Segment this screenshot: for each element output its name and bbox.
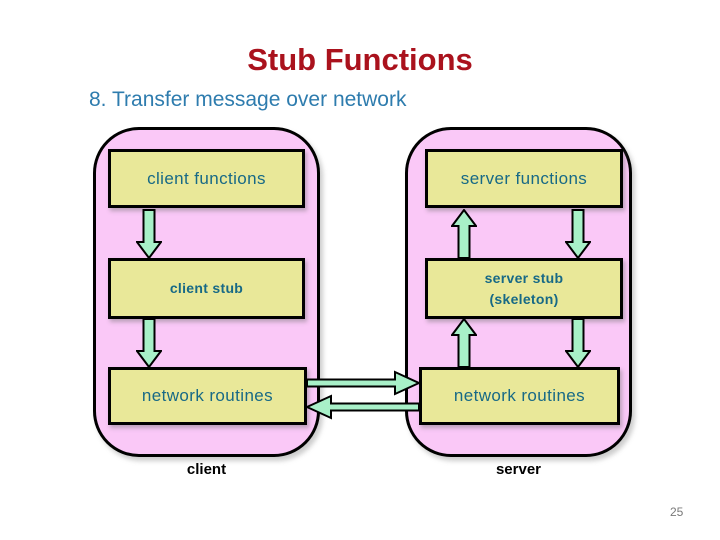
client-network-routines-label: network routines [141,386,274,405]
client-stub-box: client stub [108,258,305,319]
server-functions-label: server functions [460,168,588,188]
arrow-up-icon [451,209,477,259]
client-functions-box: client functions [108,149,305,208]
arrow-left-icon [306,394,420,420]
arrow-down-icon [565,209,591,259]
client-stub-label: client stub [169,280,244,296]
server-stub-label-line1: server stub [484,269,564,286]
arrow-down-icon [136,209,162,259]
arrow-up-icon [451,318,477,368]
server-functions-box: server functions [425,149,623,208]
slide-subtitle: 8. Transfer message over network [89,88,407,111]
server-stub-label-line2: (skeleton) [489,290,559,307]
page-number: 25 [670,505,684,519]
server-caption: server [495,461,542,478]
server-network-routines-box: network routines [419,367,620,425]
client-network-routines-box: network routines [108,367,307,425]
client-caption: client [186,461,227,478]
client-functions-label: client functions [147,168,266,188]
server-network-routines-label: network routines [453,386,586,405]
arrow-right-icon [306,370,420,396]
arrow-down-icon [136,318,162,368]
arrow-down-icon [565,318,591,368]
server-stub-box: server stub (skeleton) [425,258,623,319]
slide-title: Stub Functions [247,42,473,77]
